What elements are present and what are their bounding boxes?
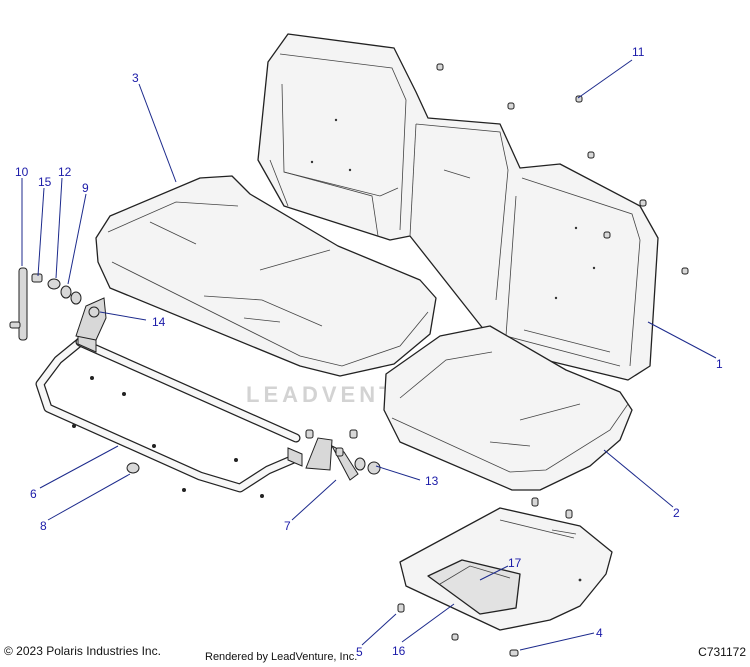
callout-6: 6 [30,487,37,501]
rendered-by-text: Rendered by LeadVenture, Inc. [205,651,358,663]
bracket-right-a [305,437,333,471]
callout-12: 12 [58,165,72,179]
callout-5: 5 [356,645,363,659]
callout-9: 9 [82,181,89,195]
callout-8: 8 [40,519,47,533]
seat-base-pan [399,507,613,631]
callout-10: 10 [15,165,29,179]
callout-15: 15 [38,175,52,189]
callout-16: 16 [392,644,406,658]
seat-frame [35,329,303,498]
callout-2: 2 [673,506,680,520]
callout-1: 1 [716,357,723,371]
seat-cushion-right [383,325,633,491]
callout-11: 11 [632,45,645,59]
callout-14: 14 [152,315,166,329]
callout-labels: 1 2 3 4 5 6 7 8 9 10 11 12 13 14 15 16 1… [15,45,723,659]
seat-cushion-left [95,175,437,377]
callout-3: 3 [132,71,139,85]
callout-7: 7 [284,519,291,533]
callout-13: 13 [425,474,439,488]
figure-code: C731172 [698,645,746,659]
hardware [9,63,689,657]
bracket-left [75,297,107,341]
leader-lines [21,59,717,651]
callout-17: 17 [508,556,522,570]
callout-4: 4 [596,626,603,640]
copyright-text: © 2023 Polaris Industries Inc. [4,644,161,658]
seat-back [257,33,659,381]
